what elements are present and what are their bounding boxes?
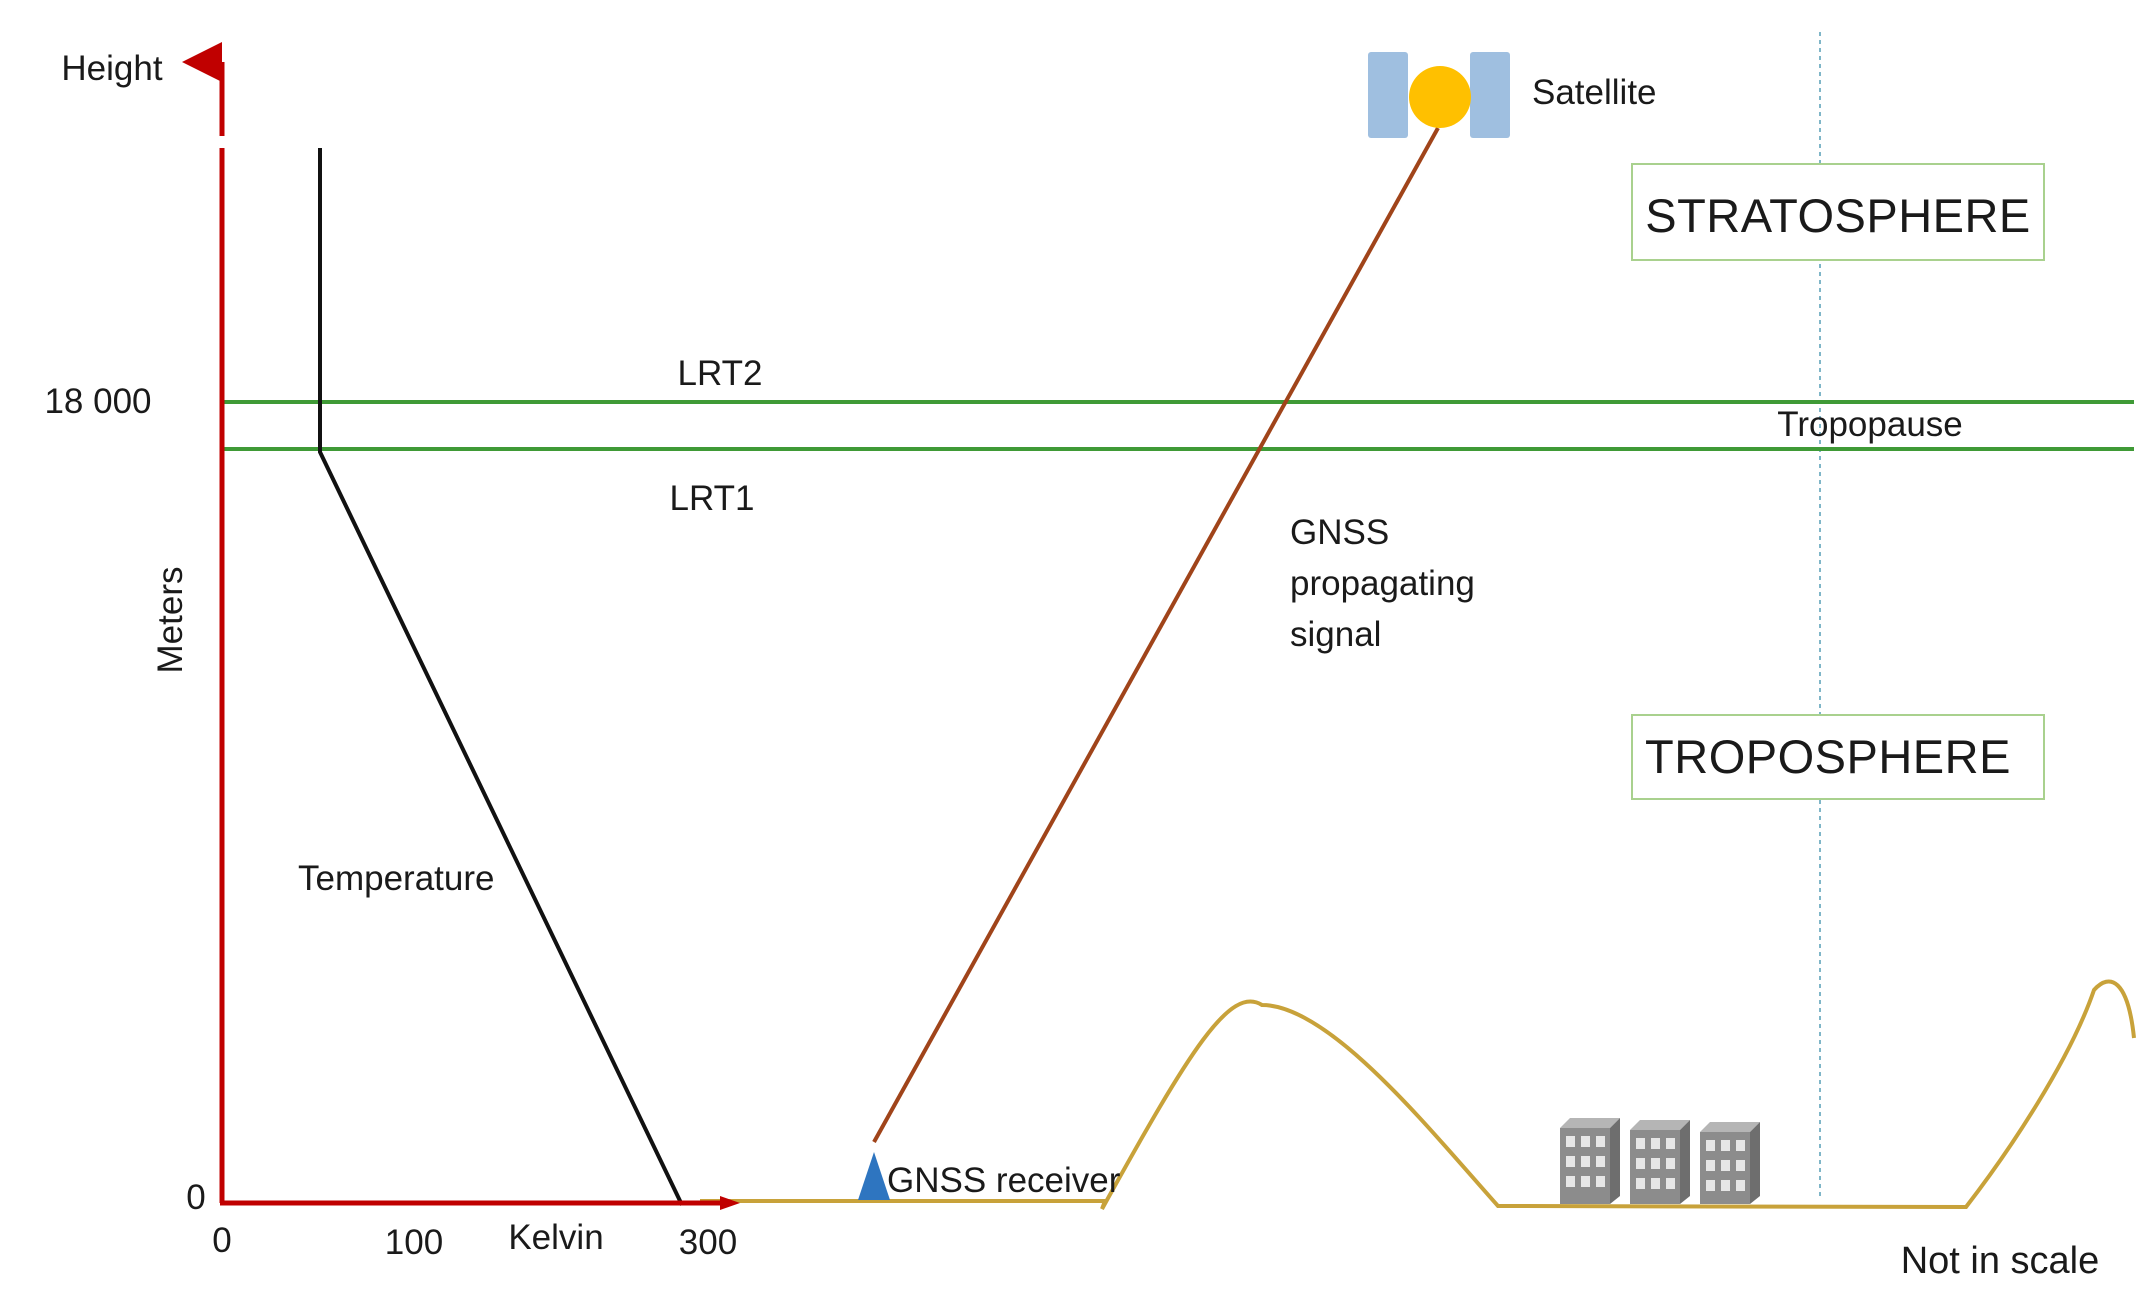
x-tick-300: 300 — [679, 1223, 737, 1262]
signal-label-line2: propagating — [1290, 564, 1475, 603]
scale-note: Not in scale — [1901, 1240, 2100, 1282]
tropopause-label: Tropopause — [1777, 405, 1963, 444]
troposphere-box: TROPOSPHERE — [1631, 714, 2045, 800]
lrt2-label: LRT2 — [678, 354, 763, 393]
x-tick-0: 0 — [212, 1221, 231, 1260]
y-axis-unit: Meters — [151, 567, 190, 674]
building-icon — [1560, 1118, 1620, 1204]
stratosphere-label: STRATOSPHERE — [1645, 189, 2031, 242]
satellite-label: Satellite — [1532, 73, 1657, 112]
x-axis-unit: Kelvin — [508, 1218, 603, 1257]
y-tick-0: 0 — [186, 1178, 205, 1217]
signal-label-line1: GNSS — [1290, 513, 1389, 552]
terrain — [700, 979, 2136, 1210]
lrt1-label: LRT1 — [670, 479, 755, 518]
x-axis-arrowhead — [720, 1196, 740, 1210]
stratosphere-box: STRATOSPHERE — [1631, 163, 2045, 261]
receiver-label: GNSS receiver — [887, 1161, 1121, 1200]
satellite-icon — [1368, 52, 1510, 138]
troposphere-label: TROPOSPHERE — [1645, 730, 2011, 783]
temperature-profile — [318, 148, 684, 1206]
building-icon — [1630, 1120, 1690, 1204]
x-tick-100: 100 — [385, 1223, 443, 1262]
signal-label-line3: signal — [1290, 615, 1381, 654]
building-icon — [1700, 1122, 1760, 1204]
buildings — [1560, 1118, 1760, 1204]
gnss-receiver-icon — [858, 1152, 890, 1200]
gnss-signal — [872, 127, 1440, 1143]
y-tick-18000: 18 000 — [44, 382, 151, 421]
temperature-label: Temperature — [298, 859, 494, 898]
y-axis-title: Height — [61, 49, 162, 88]
